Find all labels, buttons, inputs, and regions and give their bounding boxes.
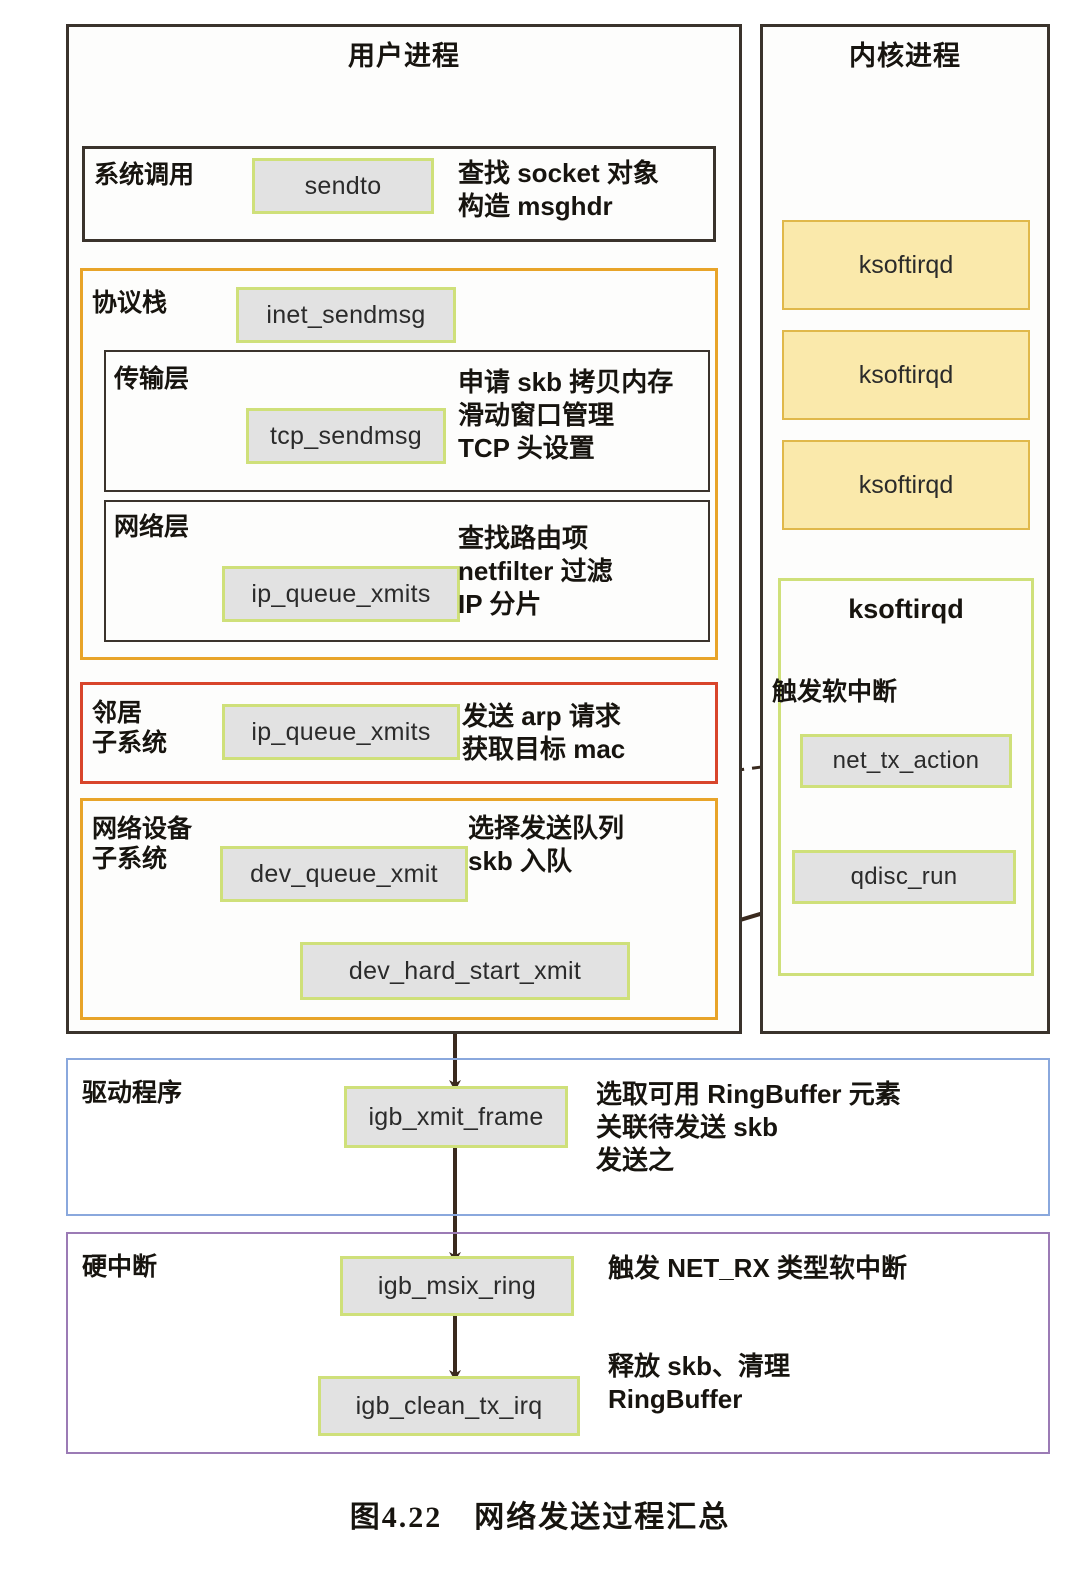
figure-caption: 图4.22 网络发送过程汇总 [349,1501,731,1534]
layer-label-network: 网络层 [114,513,190,541]
node-ip-queue-xmits-neighbour[interactable]: ip_queue_xmits [222,704,460,760]
node-dev-hard-start-xmit[interactable]: dev_hard_start_xmit [300,942,630,1000]
layer-hard-irq [66,1232,1050,1454]
node-inet-sendmsg[interactable]: inet_sendmsg [236,287,456,343]
note-transport: 申请 skb 拷贝内存 滑动窗口管理 TCP 头设置 [458,367,674,463]
node-tcp-sendmsg[interactable]: tcp_sendmsg [246,408,446,464]
note-driver: 选取可用 RingBuffer 元素 关联待发送 skb 发送之 [596,1079,901,1175]
layer-label-neighbour: 邻居 子系统 [92,699,168,757]
layer-label-hard-irq: 硬中断 [82,1253,158,1281]
kthread-ksoftirqd-1[interactable]: ksoftirqd [782,330,1030,420]
layer-neighbour-subsystem [80,682,718,784]
note-hard-irq-2: 释放 skb、清理 RingBuffer [608,1351,791,1414]
layer-netdevice-subsystem [80,798,718,1020]
node-dev-queue-xmit[interactable]: dev_queue_xmit [220,846,468,902]
node-igb-clean-tx-irq[interactable]: igb_clean_tx_irq [318,1376,580,1436]
note-netdevice: 选择发送队列 skb 入队 [468,813,625,876]
note-syscall: 查找 socket 对象 构造 msghdr [458,158,659,221]
node-qdisc-run[interactable]: qdisc_run [792,850,1016,904]
note-network: 查找路由项 netfilter 过滤 IP 分片 [458,523,613,619]
note-neighbour: 发送 arp 请求 获取目标 mac [462,701,626,764]
layer-label-transport: 传输层 [114,365,190,393]
layer-transport [104,350,710,492]
layer-syscall [82,146,716,242]
node-sendto[interactable]: sendto [252,158,434,214]
layer-label-syscall: 系统调用 [94,161,195,189]
layer-driver [66,1058,1050,1216]
node-igb-msix-ring[interactable]: igb_msix_ring [340,1256,574,1316]
node-ip-queue-xmits-network[interactable]: ip_queue_xmits [222,566,460,622]
note-hard-irq: 触发 NET_RX 类型软中断 [608,1253,908,1283]
layer-label-driver: 驱动程序 [82,1079,183,1107]
layer-network [104,500,710,642]
trigger-softirq-label: 触发软中断 [772,678,898,706]
user-process-title: 用户进程 [348,41,460,71]
node-igb-xmit-frame[interactable]: igb_xmit_frame [344,1086,568,1148]
layer-label-protocol-stack: 协议栈 [92,289,168,317]
layer-label-netdevice: 网络设备 子系统 [92,815,193,873]
softirq-group [778,578,1034,976]
softirq-group-title: ksoftirqd [848,594,964,624]
kthread-ksoftirqd-2[interactable]: ksoftirqd [782,440,1030,530]
kthread-ksoftirqd-0[interactable]: ksoftirqd [782,220,1030,310]
layer-protocol-stack [80,268,718,660]
node-net-tx-action[interactable]: net_tx_action [800,734,1012,788]
kernel-process-title: 内核进程 [849,41,961,71]
